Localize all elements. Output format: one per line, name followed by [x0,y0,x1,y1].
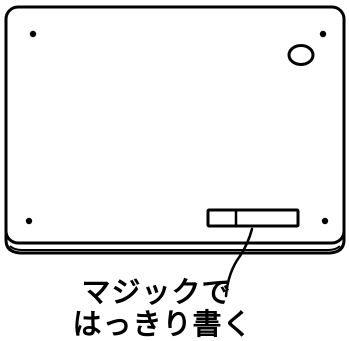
oval-hole-icon [287,44,315,66]
screw-hole-icon [25,217,33,225]
case-body [4,5,346,245]
screw-hole-icon [29,30,37,38]
label-slot [206,208,300,228]
caption-line-2: はっきり書く [72,307,253,341]
screw-hole-icon [319,30,327,38]
case-base-lip [9,245,341,251]
leader-line-icon [224,227,254,298]
screw-hole-icon [321,217,329,225]
caption-line-1: マジックで [81,275,232,309]
